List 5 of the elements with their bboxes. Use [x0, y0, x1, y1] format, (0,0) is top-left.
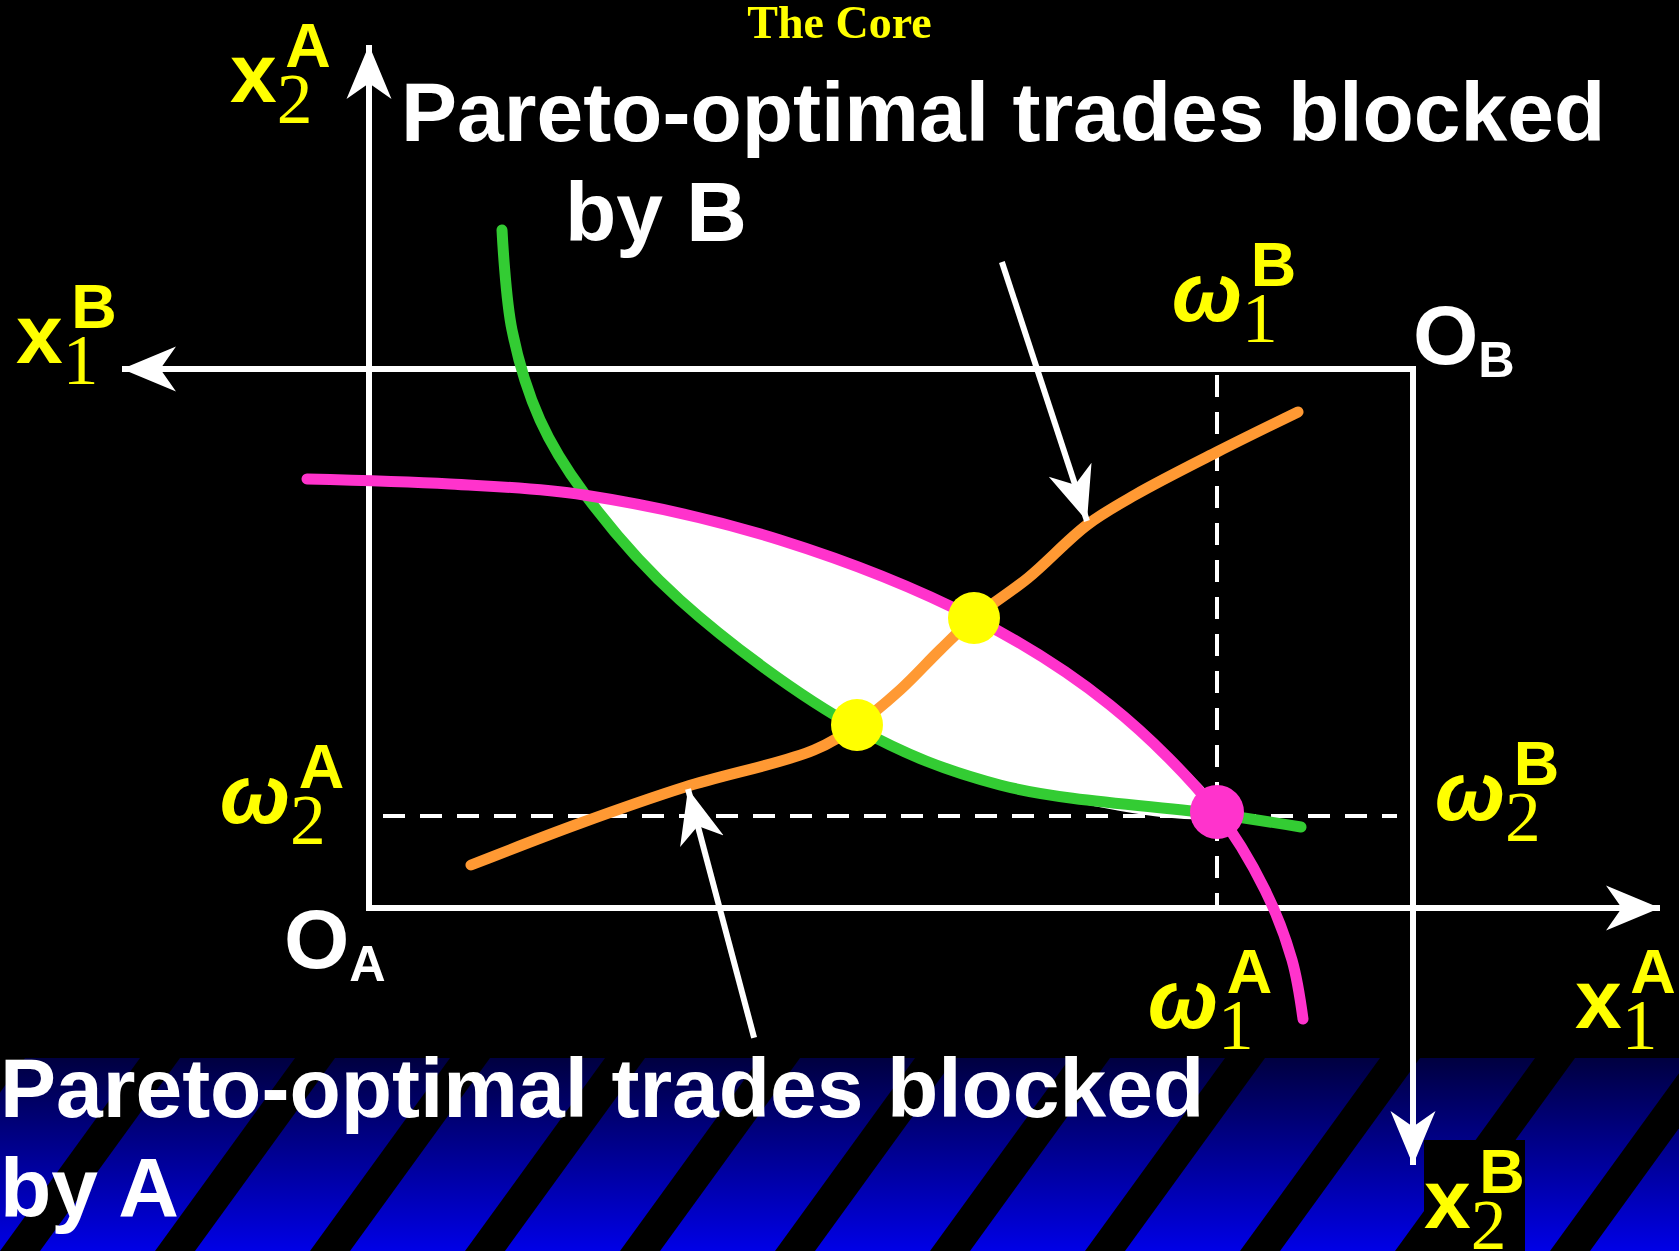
pointer-arrow	[999, 261, 1092, 522]
origin-label: O$_{A}$	[284, 897, 386, 989]
origin-label: O$_{B}$	[1413, 293, 1515, 385]
pointer-arrow	[680, 788, 757, 1039]
title: The Core	[747, 0, 932, 49]
